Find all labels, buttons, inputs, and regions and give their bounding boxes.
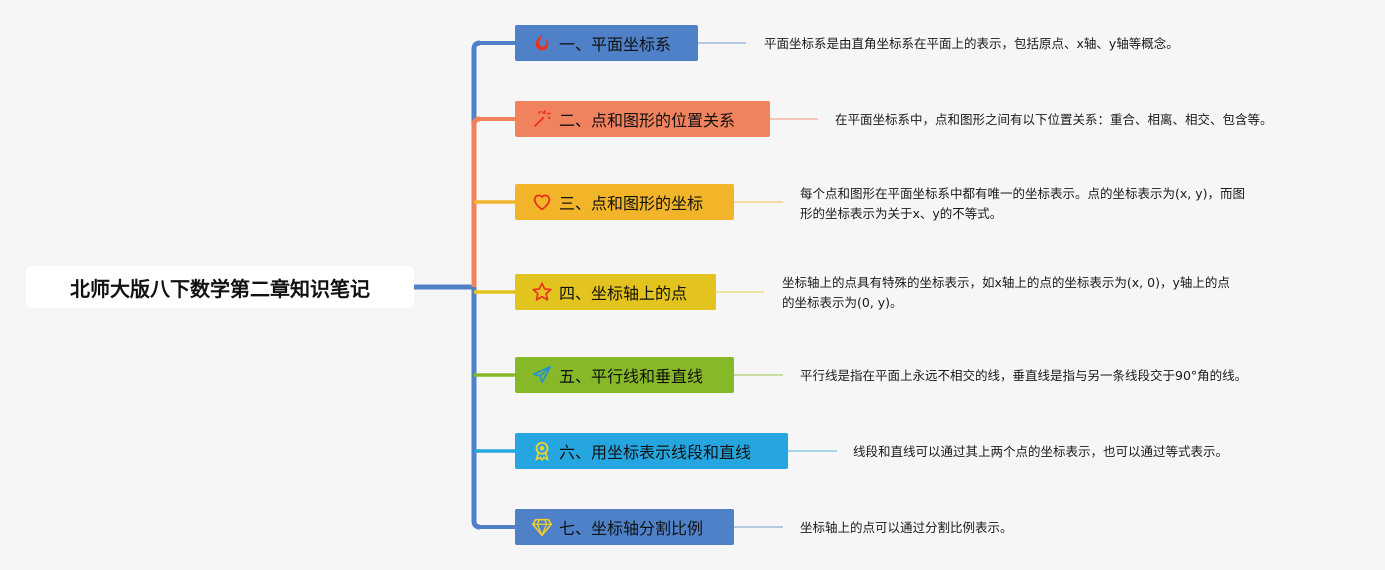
flame-icon xyxy=(531,32,553,54)
note-line: 每个点和图形在平面坐标系中都有唯一的坐标表示。点的坐标表示为(x, y)，而图 xyxy=(800,186,1245,201)
topic-label: 六、用坐标表示线段和直线 xyxy=(559,443,752,462)
topic-label: 四、坐标轴上的点 xyxy=(559,284,688,303)
note-line: 坐标轴上的点可以通过分割比例表示。 xyxy=(800,520,1013,535)
topic-note-3: 每个点和图形在平面坐标系中都有唯一的坐标表示。点的坐标表示为(x, y)，而图形… xyxy=(800,184,1245,224)
trunk-orange-line xyxy=(471,116,481,287)
note-line: 平面坐标系是由直角坐标系在平面上的表示，包括原点、x轴、y轴等概念。 xyxy=(764,36,1179,51)
note-line: 坐标轴上的点具有特殊的坐标表示，如x轴上的点的坐标表示为(x, 0)，y轴上的点 xyxy=(782,275,1230,290)
note-line: 线段和直线可以通过其上两个点的坐标表示，也可以通过等式表示。 xyxy=(853,444,1229,459)
topic-note-6: 线段和直线可以通过其上两个点的坐标表示，也可以通过等式表示。 xyxy=(853,442,1228,462)
trunk-upper-line xyxy=(471,40,481,287)
root-topic[interactable]: 北师大版八下数学第二章知识笔记 xyxy=(26,266,414,308)
note-line: 平行线是指在平面上永远不相交的线，垂直线是指与另一条线段交于90°角的线。 xyxy=(800,368,1248,383)
topic-note-1: 平面坐标系是由直角坐标系在平面上的表示，包括原点、x轴、y轴等概念。 xyxy=(764,34,1179,54)
paper-plane-icon xyxy=(531,364,553,386)
award-ribbon-icon xyxy=(531,440,553,462)
topic-label: 三、点和图形的坐标 xyxy=(559,194,704,213)
topic-label: 七、坐标轴分割比例 xyxy=(559,519,704,538)
topic-label: 一、平面坐标系 xyxy=(559,35,672,54)
trunk-lower-line xyxy=(471,287,481,530)
star-icon xyxy=(531,281,553,303)
heart-icon xyxy=(531,191,553,213)
note-line: 的坐标表示为(0, y)。 xyxy=(782,295,903,310)
diamond-icon xyxy=(531,516,553,538)
topic-label: 五、平行线和垂直线 xyxy=(559,367,704,386)
note-line: 在平面坐标系中，点和图形之间有以下位置关系：重合、相离、相交、包含等。 xyxy=(835,112,1273,127)
topic-note-4: 坐标轴上的点具有特殊的坐标表示，如x轴上的点的坐标表示为(x, 0)，y轴上的点… xyxy=(782,273,1230,313)
topic-6[interactable]: 六、用坐标表示线段和直线 xyxy=(515,433,788,469)
topic-note-2: 在平面坐标系中，点和图形之间有以下位置关系：重合、相离、相交、包含等。 xyxy=(835,110,1273,130)
note-line: 形的坐标表示为关于x、y的不等式。 xyxy=(800,206,1003,221)
topic-note-7: 坐标轴上的点可以通过分割比例表示。 xyxy=(800,518,1013,538)
topic-note-5: 平行线是指在平面上永远不相交的线，垂直线是指与另一条线段交于90°角的线。 xyxy=(800,366,1247,386)
topic-2[interactable]: 二、点和图形的位置关系 xyxy=(515,101,770,137)
topic-1[interactable]: 一、平面坐标系 xyxy=(515,25,698,61)
magic-wand-icon xyxy=(531,108,553,130)
topic-7[interactable]: 七、坐标轴分割比例 xyxy=(515,509,734,545)
topic-label: 二、点和图形的位置关系 xyxy=(559,111,736,130)
topic-5[interactable]: 五、平行线和垂直线 xyxy=(515,357,734,393)
topic-3[interactable]: 三、点和图形的坐标 xyxy=(515,184,734,220)
topic-4[interactable]: 四、坐标轴上的点 xyxy=(515,274,716,310)
